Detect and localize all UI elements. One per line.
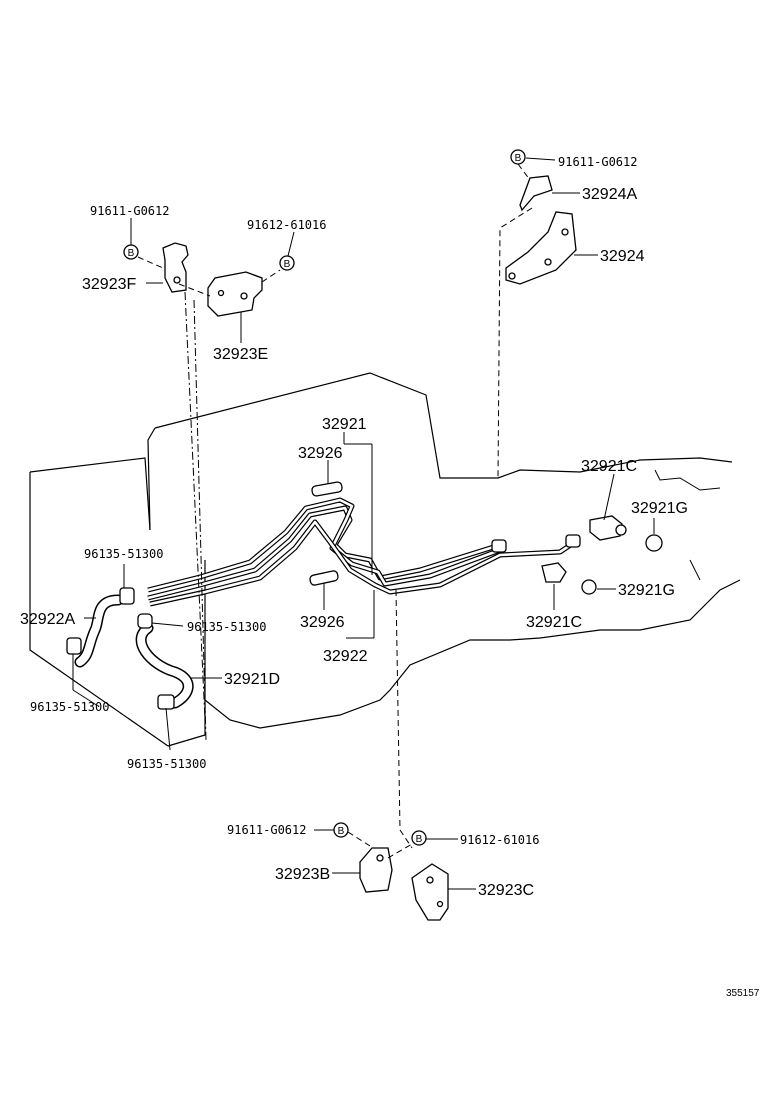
part-labels: 91611-G0612 32924A 32924 91611-G0612 916… bbox=[20, 155, 760, 999]
label-96135-51300-c: 96135-51300 bbox=[30, 700, 109, 714]
label-91612-61016-top: 91612-61016 bbox=[247, 218, 326, 232]
svg-text:B: B bbox=[338, 826, 345, 837]
clamp-icon bbox=[157, 694, 175, 710]
label-32921c-top: 32921C bbox=[581, 458, 637, 475]
label-96135-51300-b: 96135-51300 bbox=[187, 620, 266, 634]
bracket-icon bbox=[359, 847, 393, 893]
svg-text:B: B bbox=[515, 153, 522, 164]
union-fitting-icon bbox=[589, 515, 627, 541]
clamp-icon bbox=[119, 587, 135, 605]
clamp-icon bbox=[66, 637, 82, 655]
label-32923e: 32923E bbox=[213, 346, 268, 363]
bracket-icon bbox=[162, 242, 189, 293]
label-32921c-bottom: 32921C bbox=[526, 614, 582, 631]
union-fitting-icon bbox=[541, 562, 567, 583]
flexible-hose-32921D bbox=[135, 622, 194, 709]
union-fitting-icon bbox=[491, 539, 507, 553]
bracket-icon bbox=[207, 271, 263, 317]
label-91611-g0612-bottom: 91611-G0612 bbox=[227, 823, 306, 837]
grommet-icon bbox=[645, 534, 663, 552]
bolt-icon: B bbox=[333, 822, 349, 838]
svg-text:B: B bbox=[284, 259, 291, 270]
brake-pipes bbox=[147, 497, 577, 607]
bolt-icon: B bbox=[510, 149, 526, 165]
bracket-icon bbox=[519, 175, 553, 212]
label-32923c: 32923C bbox=[478, 882, 534, 899]
label-91611-g0612-top-right: 91611-G0612 bbox=[558, 155, 637, 169]
svg-text:B: B bbox=[128, 248, 135, 259]
grommet-icon bbox=[581, 579, 597, 595]
label-91612-61016-bottom: 91612-61016 bbox=[460, 833, 539, 847]
svg-text:B: B bbox=[416, 834, 423, 845]
label-32922a: 32922A bbox=[20, 611, 75, 628]
leader-lines bbox=[72, 157, 655, 890]
grommet-icon bbox=[309, 570, 339, 586]
label-91611-g0612-top-left: 91611-G0612 bbox=[90, 204, 169, 218]
grommet-icon bbox=[311, 481, 343, 497]
union-fitting-icon bbox=[565, 534, 581, 548]
flexible-hose-32922A bbox=[74, 594, 124, 668]
bolt-icon: B bbox=[411, 830, 427, 846]
label-96135-51300-d: 96135-51300 bbox=[127, 757, 206, 771]
bolt-icon: B bbox=[279, 255, 295, 271]
label-32921g-bottom: 32921G bbox=[618, 582, 675, 599]
label-32922: 32922 bbox=[323, 648, 368, 665]
label-32924: 32924 bbox=[600, 248, 645, 265]
label-32923f: 32923F bbox=[82, 276, 136, 293]
frame-outline bbox=[29, 372, 741, 747]
label-32924a: 32924A bbox=[582, 186, 637, 203]
bracket-icon bbox=[411, 863, 449, 921]
bracket-icon bbox=[505, 211, 577, 285]
label-96135-51300-a: 96135-51300 bbox=[84, 547, 163, 561]
bolt-icon: B bbox=[123, 244, 139, 260]
label-32921g-top: 32921G bbox=[631, 500, 688, 517]
label-32926-top: 32926 bbox=[298, 445, 343, 462]
label-32923b: 32923B bbox=[275, 866, 330, 883]
reference-number: 355157 bbox=[726, 988, 760, 999]
label-32921d: 32921D bbox=[224, 671, 280, 688]
clamp-icon bbox=[137, 613, 153, 629]
label-32926-bottom: 32926 bbox=[300, 614, 345, 631]
label-32921: 32921 bbox=[322, 416, 367, 433]
